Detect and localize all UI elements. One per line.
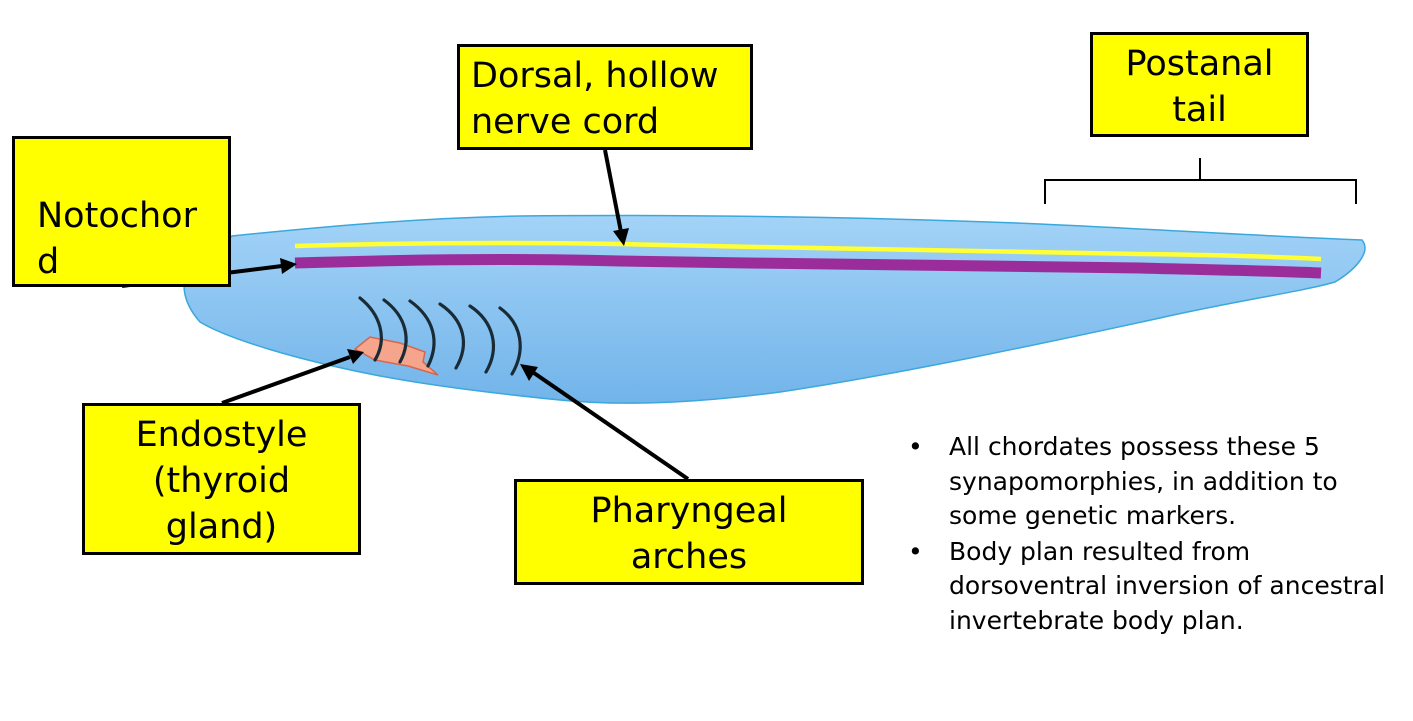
pharyngeal-arches-group [358,296,522,376]
nerve-cord [294,240,1322,262]
pharyngeal-arch [468,304,495,374]
bullet-text: Body plan resulted from dorsoventral inv… [949,536,1386,635]
pharyngeal-arches-label: Pharyngeal arches [514,479,864,585]
pharyngeal-arch [438,302,465,370]
arches-leader-line [532,371,690,481]
notochord-label: Notochor d [12,136,231,287]
bullet-item: • All chordates possess these 5 synapomo… [908,430,1413,534]
arches-arrowhead [520,364,538,381]
bullet-dot: • [908,432,923,461]
postanal-tail-label-text: Postanal tail [1125,44,1274,130]
endostyle-label-text: Endostyle (thyroid gland) [135,415,308,547]
bullet-dot: • [908,536,923,566]
pharyngeal-arches-label-text: Pharyngeal arches [590,491,788,577]
endostyle-leader-line [221,355,351,405]
pharyngeal-arch [498,306,522,376]
postanal-tail-label: Postanal tail [1090,32,1309,137]
bullet-text: All chordates possess these 5 synapomorp… [949,432,1338,530]
endostyle-arrowhead [347,349,364,364]
nerve-cord-label: Dorsal, hollow nerve cord [457,44,753,150]
endostyle-label: Endostyle (thyroid gland) [82,403,361,555]
nerve-cord-arrowhead [613,228,629,246]
pharyngeal-arch [358,296,383,362]
notochord-label-text: Notochor d [37,196,197,282]
nerve-cord-label-text: Dorsal, hollow nerve cord [471,56,719,142]
notochord [294,254,1322,279]
notochord-arrowhead [280,258,297,274]
nerve-cord-leader-line [603,149,623,233]
pharyngeal-arch [382,298,408,364]
bullet-item: • Body plan resulted from dorsoventral i… [908,535,1413,639]
bullet-list: • All chordates possess these 5 synapomo… [908,430,1413,639]
postanal-tail-bracket [1044,158,1357,204]
pharyngeal-arch [408,299,436,368]
